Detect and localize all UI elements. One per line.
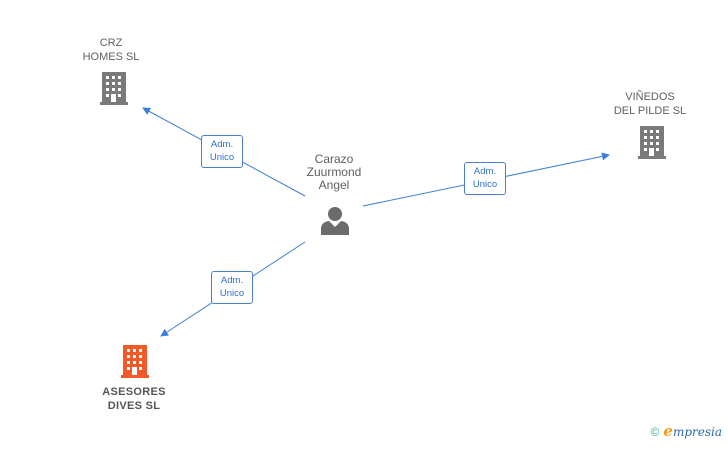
company-label-asesores[interactable]: ASESORES DIVES SL bbox=[102, 386, 166, 412]
brand-initial: e bbox=[663, 422, 673, 440]
person-icon[interactable] bbox=[321, 207, 349, 235]
role-badge-crz: Adm. Unico bbox=[201, 135, 243, 168]
person-label[interactable]: Carazo Zuurmond Angel bbox=[306, 152, 362, 192]
footer-watermark: © empresia bbox=[651, 422, 722, 440]
building-icon-crz[interactable] bbox=[100, 72, 128, 105]
brand-logo: empresia bbox=[663, 422, 722, 440]
building-icon-asesores[interactable] bbox=[121, 345, 149, 378]
brand-text: mpresia bbox=[672, 425, 722, 439]
company-label-vinedos[interactable]: VIÑEDOS DEL PILDE SL bbox=[613, 91, 687, 117]
company-label-crz[interactable]: CRZ HOMES SL bbox=[82, 37, 140, 63]
copyright-symbol: © bbox=[650, 425, 660, 439]
building-icon-vinedos[interactable] bbox=[638, 126, 666, 159]
role-badge-vinedos: Adm. Unico bbox=[464, 162, 506, 195]
role-badge-asesores: Adm. Unico bbox=[211, 271, 253, 304]
